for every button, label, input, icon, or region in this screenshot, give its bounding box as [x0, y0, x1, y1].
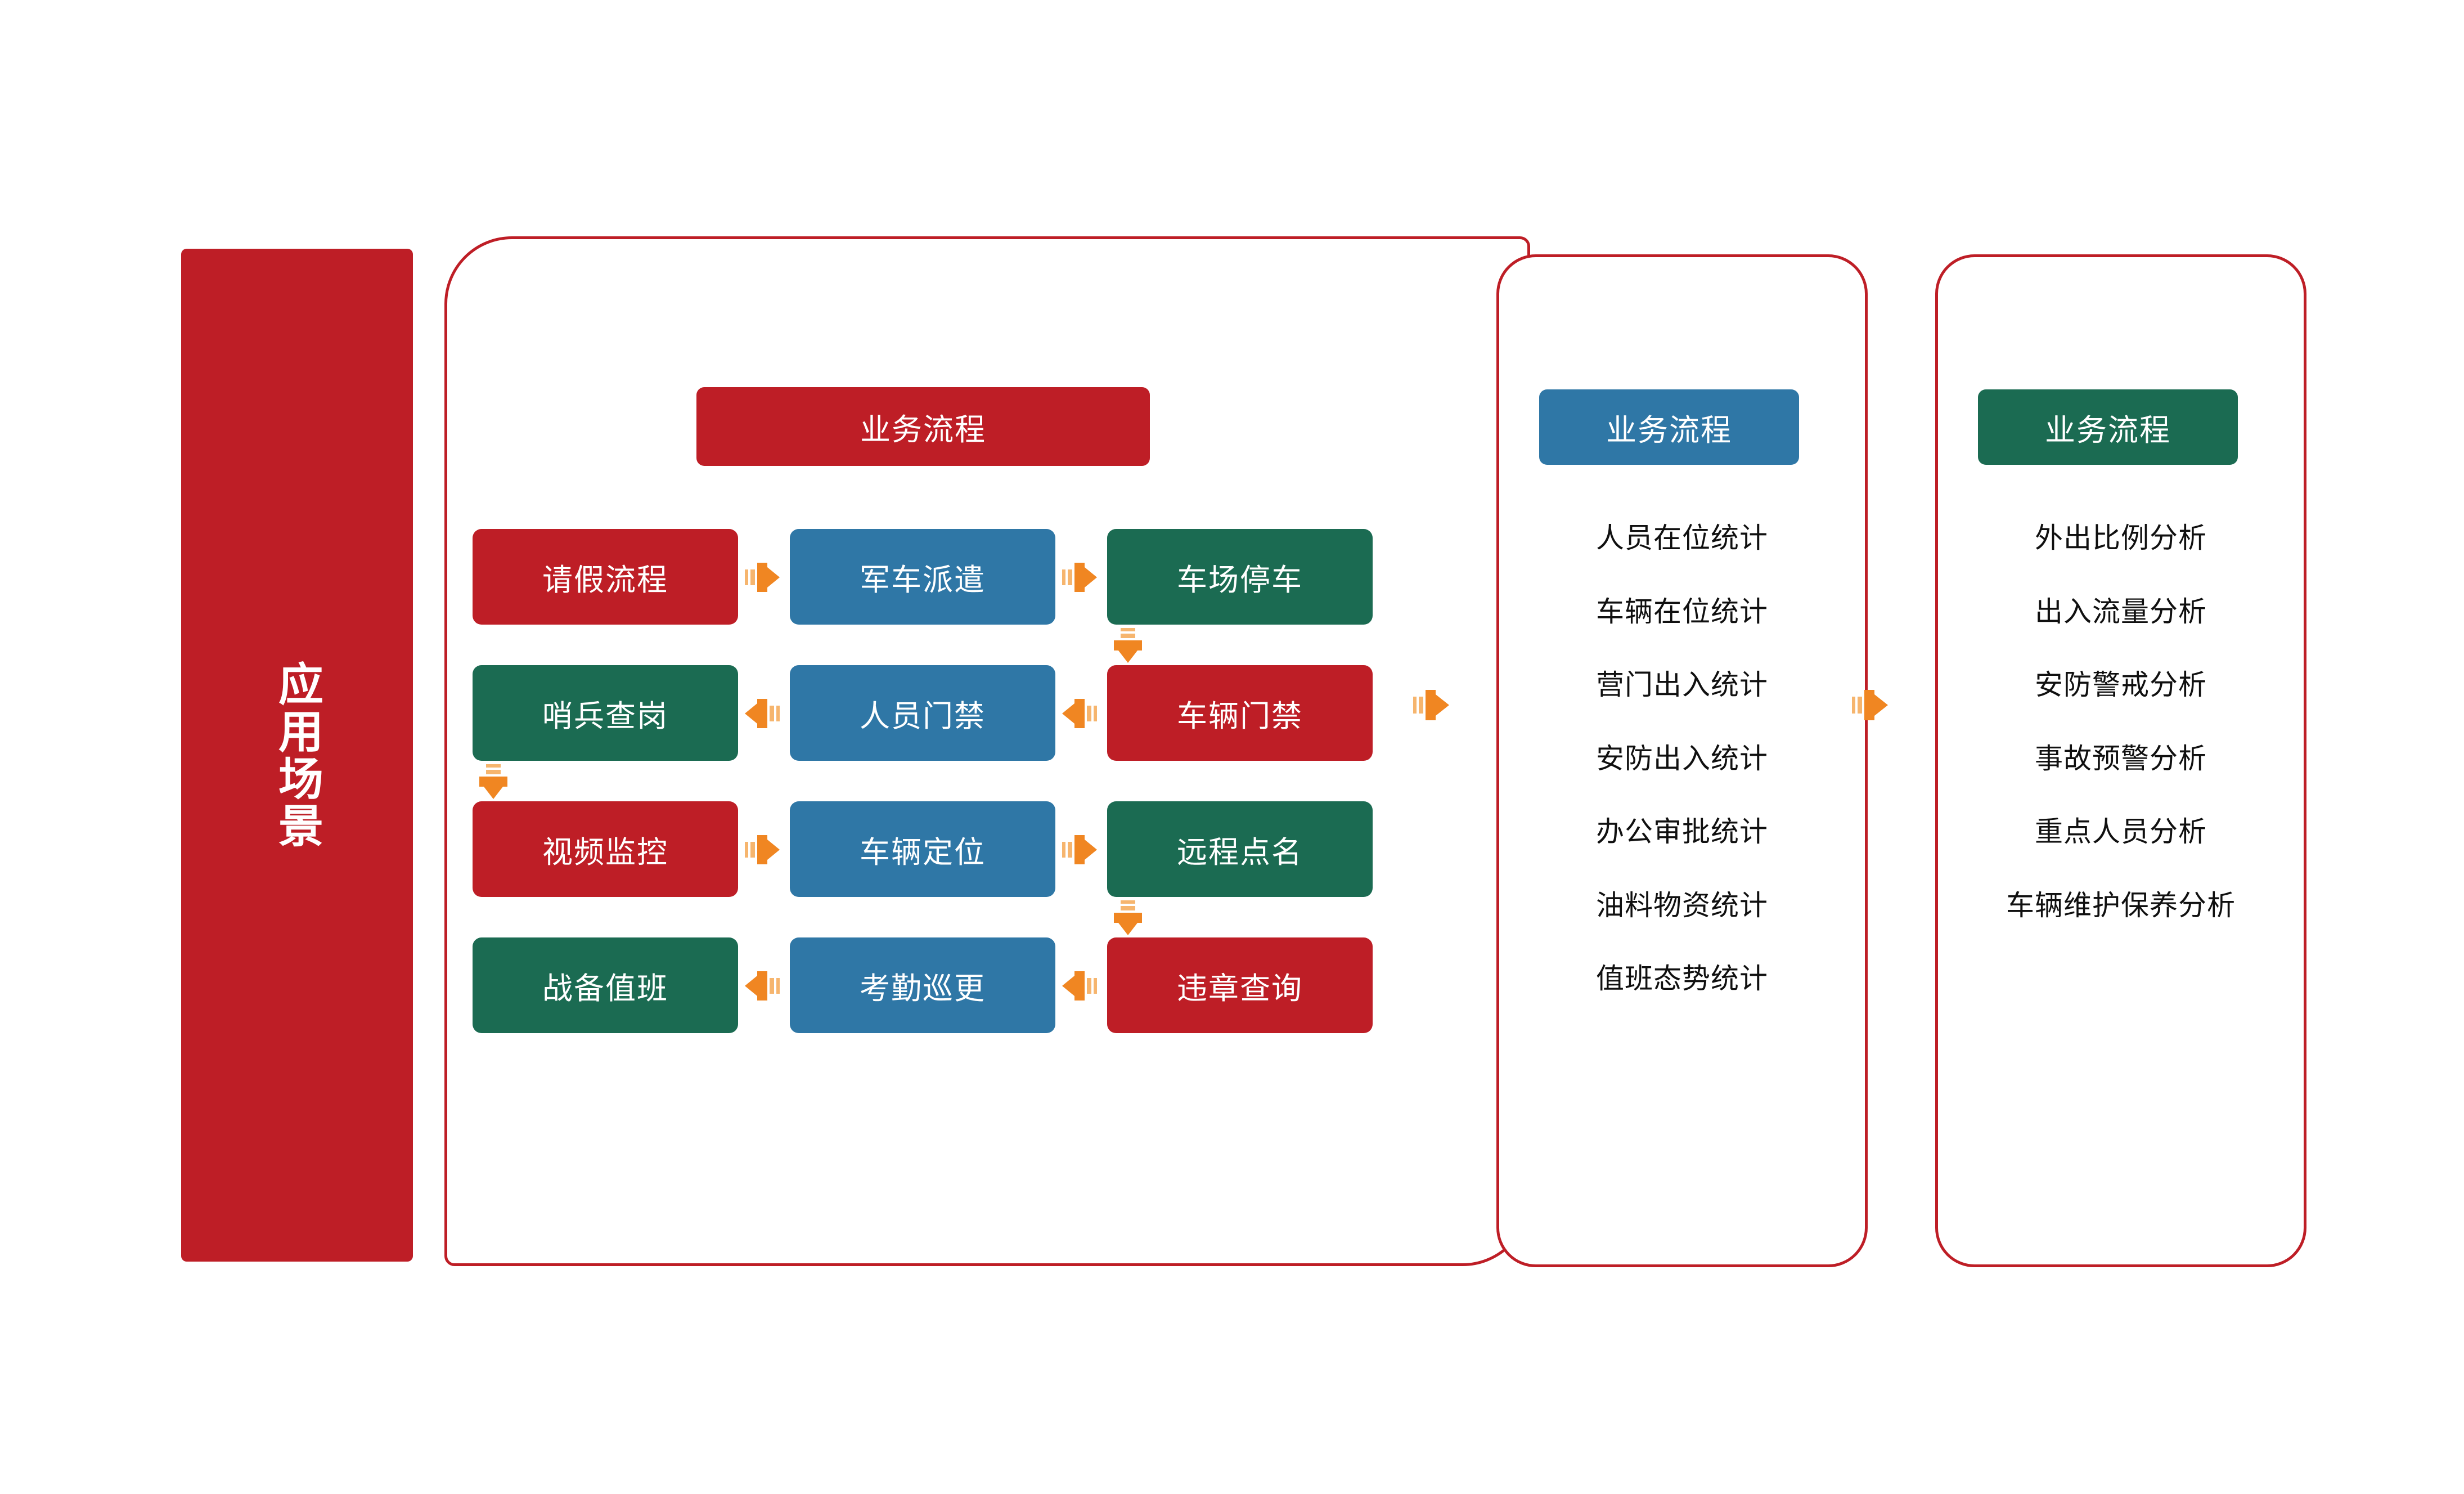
flow-box-label: 远程点名 [1177, 835, 1303, 869]
list-item: 人员在位统计 [1596, 522, 1768, 554]
flow-box-label: 车辆门禁 [1177, 699, 1303, 733]
arrow-down-icon [477, 764, 510, 799]
list-item: 重点人员分析 [2035, 816, 2207, 847]
flow-box-label: 军车派遣 [860, 563, 986, 597]
flow-box[interactable]: 车场停车 [1107, 529, 1373, 625]
flow-box-label: 考勤巡更 [860, 971, 986, 1006]
flow-box[interactable]: 车辆门禁 [1107, 665, 1373, 761]
list-item: 出入流量分析 [2035, 595, 2207, 627]
arrow-down-icon [1112, 628, 1144, 663]
business-process-header-label: 业务流程 [860, 412, 986, 447]
flow-box[interactable]: 视频监控 [473, 801, 738, 897]
flow-box[interactable]: 违章查询 [1107, 937, 1373, 1033]
application-scenario-label: 应用场景 [272, 661, 322, 850]
flow-row: 视频监控 车辆定位 远程点名 [473, 801, 1474, 935]
application-scenario-banner: 应用场景 [181, 249, 413, 1262]
list-item: 营门出入统计 [1596, 669, 1768, 701]
list-item: 车辆在位统计 [1596, 595, 1768, 627]
flow-box-label: 战备值班 [542, 971, 668, 1006]
flow-box-label: 车场停车 [1177, 563, 1303, 597]
flow-box[interactable]: 军车派遣 [790, 529, 1055, 625]
arrow-right-icon [745, 560, 780, 594]
flow-box-label: 人员门禁 [860, 699, 986, 733]
arrow-left-icon [745, 697, 780, 730]
list-item: 值班态势统计 [1596, 963, 1768, 994]
list-item: 车辆维护保养分析 [2006, 889, 2236, 921]
flow-box-label: 车辆定位 [860, 835, 986, 869]
flow-box-label: 请假流程 [542, 563, 668, 597]
flow-box[interactable]: 战备值班 [473, 937, 738, 1033]
flow-row: 哨兵查岗 人员门禁 车辆门禁 [473, 665, 1474, 799]
flow-box[interactable]: 考勤巡更 [790, 937, 1055, 1033]
arrow-right-icon [1062, 833, 1097, 867]
flow-box[interactable]: 远程点名 [1107, 801, 1373, 897]
arrow-right-icon [1852, 688, 1888, 723]
list-item: 外出比例分析 [2035, 522, 2207, 554]
arrow-right-icon [745, 833, 780, 867]
arrow-left-icon [1062, 969, 1097, 1003]
list-item: 油料物资统计 [1596, 889, 1768, 921]
process-flow-grid: 请假流程 军车派遣 车场停车 [473, 529, 1474, 1040]
flow-box[interactable]: 车辆定位 [790, 801, 1055, 897]
list-item: 安防警戒分析 [2035, 669, 2207, 701]
flow-box-label: 违章查询 [1177, 971, 1303, 1006]
analysis-header: 业务流程 [1978, 389, 2238, 465]
flow-box[interactable]: 请假流程 [473, 529, 738, 625]
arrow-right-icon [1413, 688, 1449, 723]
flow-row: 战备值班 考勤巡更 违章查询 [473, 937, 1474, 1040]
analysis-list: 外出比例分析 出入流量分析 安防警戒分析 事故预警分析 重点人员分析 车辆维护保… [1935, 523, 2306, 920]
list-item: 安防出入统计 [1596, 742, 1768, 774]
flow-box[interactable]: 哨兵查岗 [473, 665, 738, 761]
flow-box[interactable]: 人员门禁 [790, 665, 1055, 761]
flow-row: 请假流程 军车派遣 车场停车 [473, 529, 1474, 663]
business-process-header: 业务流程 [696, 387, 1150, 466]
analysis-header-label: 业务流程 [2045, 413, 2171, 447]
arrow-left-icon [1062, 697, 1097, 730]
arrow-left-icon [745, 969, 780, 1003]
statistics-list: 人员在位统计 车辆在位统计 营门出入统计 安防出入统计 办公审批统计 油料物资统… [1496, 523, 1868, 994]
flow-box-label: 视频监控 [542, 835, 668, 869]
flow-box-label: 哨兵查岗 [542, 699, 668, 733]
statistics-header-label: 业务流程 [1606, 413, 1732, 447]
statistics-header: 业务流程 [1539, 389, 1799, 465]
list-item: 办公审批统计 [1596, 816, 1768, 847]
arrow-down-icon [1112, 900, 1144, 935]
list-item: 事故预警分析 [2035, 742, 2207, 774]
arrow-right-icon [1062, 560, 1097, 594]
